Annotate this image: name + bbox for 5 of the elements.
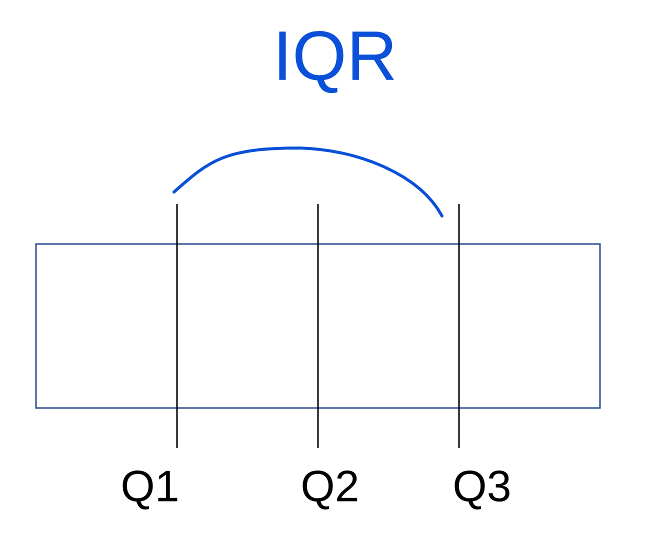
quartile-label: Q2 xyxy=(302,470,358,510)
title: IQR xyxy=(279,30,394,94)
quartile-label: Q1 xyxy=(122,470,178,510)
box-plot-box xyxy=(35,243,601,409)
quartile-label: Q3 xyxy=(454,470,510,510)
